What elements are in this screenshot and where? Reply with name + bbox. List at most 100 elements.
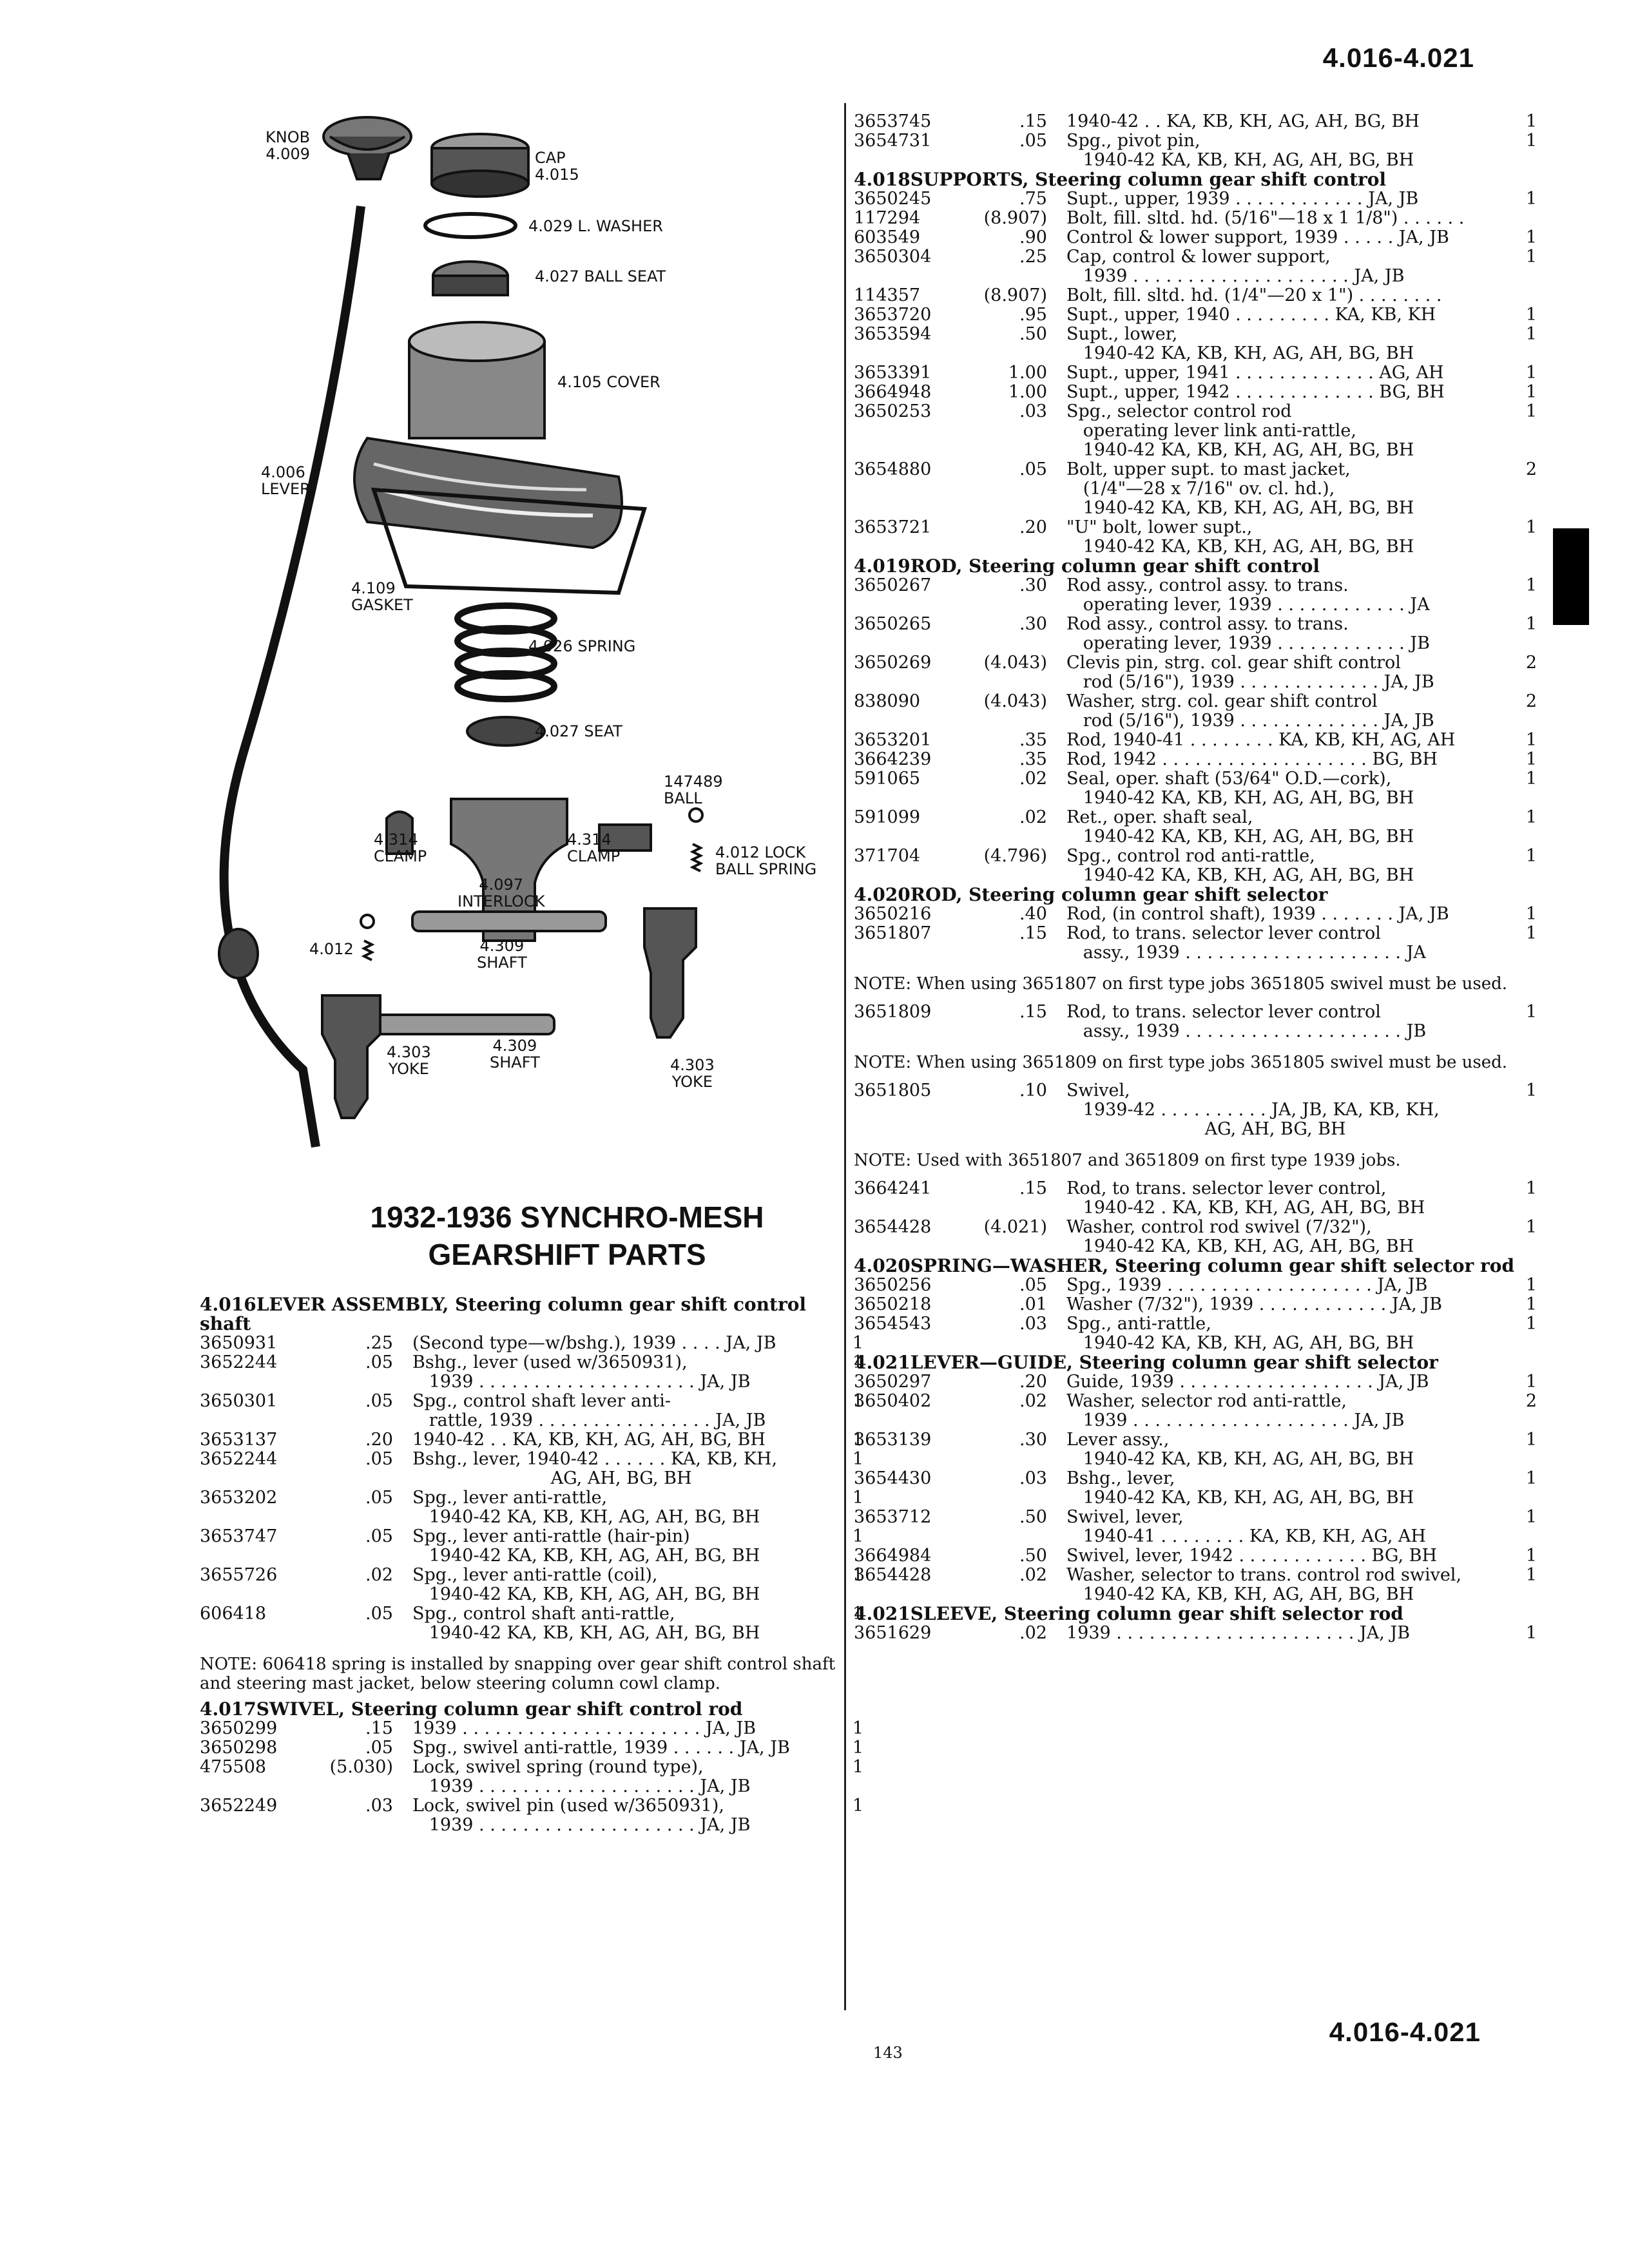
part-description: Spg., control shaft lever anti- rattle, … (412, 1391, 766, 1430)
part-price: .03 (365, 1796, 393, 1816)
section-number: 4.018 (854, 169, 911, 190)
part-number: 3652249 (200, 1796, 278, 1816)
part-description: Spg., lever anti-rattle (coil), 1940-42 … (412, 1565, 760, 1604)
part-price: .35 (1019, 749, 1047, 769)
part-price: .05 (1019, 131, 1047, 151)
part-number: 3652244 (200, 1352, 278, 1372)
part-price: .02 (1019, 1623, 1047, 1643)
part-description: Guide, 1939 . . . . . . . . . . . . . . … (1066, 1372, 1429, 1392)
section-heading: 4.020 ROD, Steering column gear shift se… (854, 885, 1537, 905)
label-spring: 4.026 SPRING (528, 637, 636, 655)
parts-section: 4.019 ROD, Steering column gear shift co… (854, 557, 1537, 885)
part-number: 3650298 (200, 1738, 278, 1758)
part-number: 3655726 (200, 1565, 278, 1585)
label-shaft-upper: 4.309 SHAFT (477, 937, 527, 972)
part-row: 838090(4.043)Washer, strg. col. gear shi… (854, 692, 1537, 731)
part-description: Spg., 1939 . . . . . . . . . . . . . . .… (1066, 1275, 1428, 1295)
part-price: .95 (1019, 305, 1047, 325)
page-header-code: 4.016-4.021 (1322, 43, 1474, 73)
part-number: 371704 (854, 846, 921, 866)
section-heading: 4.018 SUPPORTS, Steering column gear shi… (854, 170, 1537, 189)
part-row: 3664239 .35 Rod, 1942 . . . . . . . . . . … (854, 750, 1537, 769)
part-quantity: 1 (852, 1526, 863, 1546)
part-number: 3651629 (854, 1623, 932, 1643)
part-number: 3650267 (854, 575, 932, 595)
section-number: 4.020 (854, 1255, 911, 1276)
label-clamp-left: 4.314 CLAMP (374, 831, 427, 865)
lever-part (219, 206, 365, 1148)
part-description: Spg., lever anti-rattle, 1940-42 KA, KB,… (412, 1488, 760, 1527)
part-price: (8.907) (983, 208, 1047, 228)
part-price: (5.030) (329, 1757, 393, 1777)
part-description: Spg., lever anti-rattle (hair-pin) 1940-… (412, 1526, 760, 1566)
part-price: .05 (365, 1526, 393, 1546)
part-description: Spg., anti-rattle, 1940-42 KA, KB, KH, A… (1066, 1314, 1414, 1353)
part-price: .75 (1019, 189, 1047, 209)
section-heading: 4.017 SWIVEL, Steering column gear shift… (200, 1700, 863, 1719)
part-price: (8.907) (983, 285, 1047, 305)
part-description: Clevis pin, strg. col. gear shift contro… (1066, 653, 1434, 692)
label-lever: 4.006 LEVER (261, 463, 311, 498)
part-description: 1939 . . . . . . . . . . . . . . . . . .… (1066, 1623, 1411, 1643)
part-number: 3650245 (854, 189, 932, 209)
part-price: .05 (365, 1449, 393, 1469)
part-quantity: 1 (1525, 846, 1537, 866)
part-quantity: 1 (852, 1352, 863, 1372)
part-description: 1940-42 . . KA, KB, KH, AG, AH, BG, BH (412, 1430, 766, 1450)
part-row: 3650931.25(Second type—w/bshg.), 1939 . … (200, 1334, 863, 1353)
part-row: 3654428(4.021)Washer, control rod swivel… (854, 1218, 1537, 1256)
parts-section: 4.018 SUPPORTS, Steering column gear shi… (854, 170, 1537, 557)
part-price: .15 (1019, 111, 1047, 131)
part-price: .15 (1019, 1178, 1047, 1198)
part-description: Rod assy., control assy. to trans. opera… (1066, 575, 1430, 615)
part-number: 3650265 (854, 614, 932, 634)
part-quantity: 1 (1525, 324, 1537, 344)
part-quantity: 1 (852, 1391, 863, 1411)
part-description: Swivel, 1939-42 . . . . . . . . . . JA, … (1066, 1081, 1440, 1139)
part-number: 3650253 (854, 401, 932, 421)
label-cap: CAP 4.015 (535, 149, 579, 184)
part-quantity: 1 (1525, 1546, 1537, 1566)
section-title: SPRING—WASHER, Steering column gear shif… (910, 1255, 1515, 1276)
part-number: 3653721 (854, 517, 932, 537)
part-price: .90 (1019, 227, 1047, 247)
part-description: Lock, swivel pin (used w/3650931), 1939 … (412, 1796, 751, 1835)
section-title: LEVER ASSEMBLY, Steering column gear shi… (200, 1294, 807, 1334)
part-number: 3653720 (854, 305, 932, 325)
part-quantity: 2 (1525, 691, 1537, 711)
part-price: .15 (1019, 1002, 1047, 1022)
part-quantity: 1 (1525, 1372, 1537, 1392)
part-price: (4.796) (983, 846, 1047, 866)
part-quantity: 1 (1525, 111, 1537, 131)
part-number: 3664241 (854, 1178, 932, 1198)
part-price: .05 (1019, 459, 1047, 479)
parts-section: 4.020 ROD, Steering column gear shift se… (854, 885, 1537, 994)
part-description: Rod, 1942 . . . . . . . . . . . . . . . … (1066, 749, 1438, 769)
part-price: .20 (1019, 1372, 1047, 1392)
section-note: NOTE: When using 3651807 on first type j… (854, 974, 1508, 994)
part-row: 3653721.20"U" bolt, lower supt., 1940-42… (854, 518, 1537, 557)
part-description: Spg., control shaft anti-rattle, 1940-42… (412, 1604, 760, 1643)
part-number: 117294 (854, 208, 921, 228)
part-price: .03 (1019, 401, 1047, 421)
ball-part (688, 807, 704, 823)
part-description: Spg., control rod anti-rattle, 1940-42 K… (1066, 846, 1414, 885)
part-description: 1939 . . . . . . . . . . . . . . . . . .… (412, 1718, 757, 1738)
part-number: 838090 (854, 691, 921, 711)
part-quantity: 1 (852, 1718, 863, 1738)
clamp-right-part (598, 823, 652, 852)
part-number: 3664239 (854, 749, 932, 769)
gasket-part (371, 487, 647, 595)
part-description: Spg., swivel anti-rattle, 1939 . . . . .… (412, 1738, 790, 1758)
part-description: (Second type—w/bshg.), 1939 . . . . JA, … (412, 1333, 776, 1353)
